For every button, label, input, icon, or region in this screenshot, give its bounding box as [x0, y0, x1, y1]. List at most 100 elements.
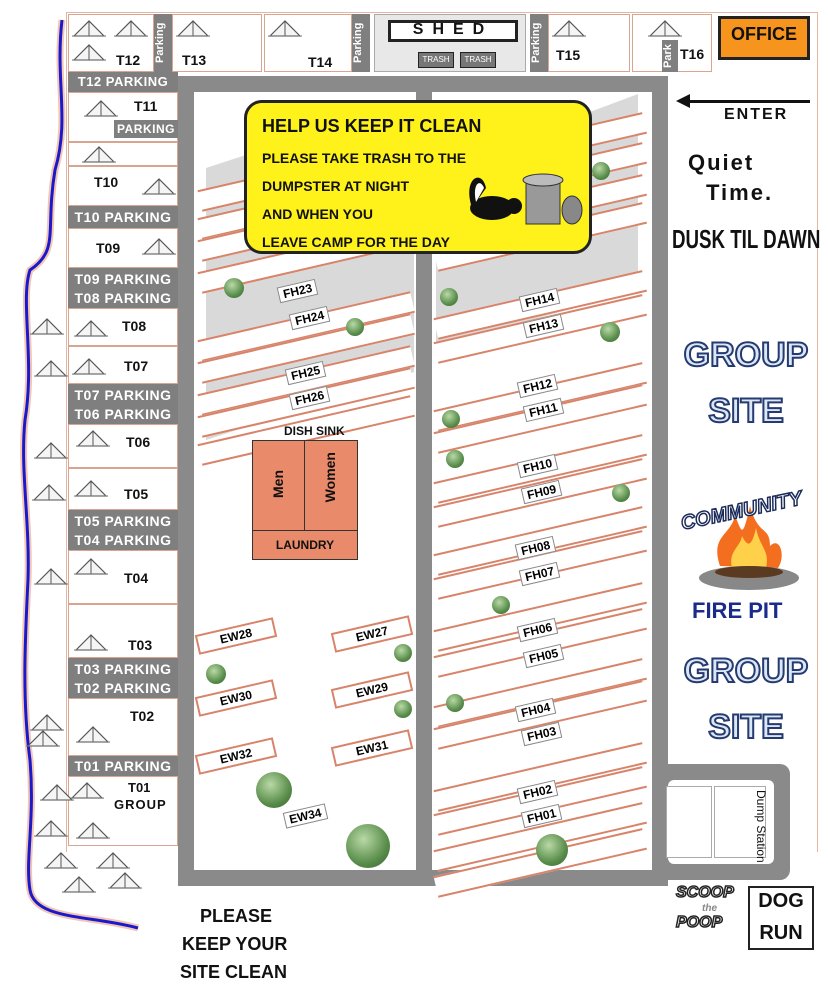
tree-icon — [394, 644, 412, 662]
parking-t16-vertical: Park — [662, 40, 678, 72]
tent-icon — [74, 480, 108, 497]
tent-icon — [34, 442, 68, 459]
parking-t02-label: T02 PARKING — [74, 680, 172, 696]
trash-label-1: TRASH — [422, 55, 450, 64]
parking-t06-label: T06 PARKING — [74, 406, 172, 422]
road-right — [652, 76, 668, 886]
tent-icon — [176, 20, 210, 37]
tent-icon — [32, 484, 66, 501]
tree-icon — [442, 410, 460, 428]
site-t01-label: T01 — [128, 780, 151, 795]
scoop-label: SCOOP — [675, 883, 734, 902]
site-t14[interactable] — [264, 14, 352, 72]
tent-icon — [26, 730, 60, 747]
site-t06-label: T06 — [126, 434, 151, 450]
tent-icon — [40, 784, 74, 801]
tent-icon — [84, 100, 118, 117]
parking-t08-label: T08 PARKING — [74, 290, 172, 306]
dish-sink-label: DISH SINK — [284, 424, 345, 438]
tent-icon — [76, 430, 110, 447]
clean-sign-title: HELP US KEEP IT CLEAN — [262, 116, 482, 136]
shed-label: SHED — [412, 21, 494, 38]
site-t12[interactable] — [68, 14, 154, 72]
skunk-trash-icon — [469, 173, 583, 225]
dump-box-left — [666, 786, 712, 858]
time-label: Time. — [706, 180, 774, 205]
road-bottom — [178, 870, 668, 886]
parking-t01: T01 PARKING — [68, 756, 178, 776]
enter-label: ENTER — [724, 106, 789, 123]
dump-station — [714, 786, 766, 858]
tree-icon — [224, 278, 244, 298]
tent-icon — [76, 822, 110, 839]
tent-icon — [82, 146, 116, 163]
tent-icon — [74, 634, 108, 651]
parking-t05-label: T05 PARKING — [74, 513, 172, 529]
bottom-msg-line2: KEEP YOUR — [182, 934, 288, 954]
tent-icon — [34, 360, 68, 377]
tree-icon — [600, 322, 620, 342]
parking-t15-vertical: Parking — [530, 14, 548, 72]
tent-icon — [62, 876, 96, 893]
site-t13[interactable] — [172, 14, 262, 72]
parking-t12: T12 PARKING — [68, 72, 178, 92]
site-t14-label: T14 — [308, 54, 333, 70]
fire-pit-icon — [699, 506, 799, 590]
site-group-label: GROUP — [114, 797, 167, 812]
trash-bin-2: TRASH — [460, 52, 496, 68]
tree-icon — [612, 484, 630, 502]
tent-icon — [34, 820, 68, 837]
scoop-the-label: the — [702, 903, 717, 914]
mens-label: Men — [270, 470, 286, 498]
tent-icon — [72, 44, 106, 61]
site-t04-label: T04 — [124, 570, 149, 586]
tent-icon — [76, 726, 110, 743]
parking-t10: T10 PARKING — [68, 206, 178, 228]
laundry-divider — [252, 530, 358, 531]
dump-station-label: Dump Station — [754, 790, 768, 863]
shed-sign — [388, 20, 518, 42]
tent-icon — [552, 20, 586, 37]
laundry-label: LAUNDRY — [275, 538, 335, 552]
tree-icon — [592, 162, 610, 180]
tree-icon — [346, 318, 364, 336]
site-t04[interactable] — [68, 550, 178, 604]
group-site-2-site: SITE — [707, 707, 785, 747]
restroom-building — [252, 440, 358, 560]
group-site-1-group: GROUP — [683, 335, 810, 375]
site-t15-label: T15 — [556, 47, 581, 63]
clean-sign-line4: LEAVE CAMP FOR THE DAY — [262, 234, 450, 250]
tent-icon — [74, 558, 108, 575]
tent-icon — [108, 872, 142, 889]
tent-icon — [44, 852, 78, 869]
site-t03-label: T03 — [128, 637, 153, 653]
tent-icon — [30, 318, 64, 335]
tent-icon — [74, 320, 108, 337]
site-t02[interactable] — [68, 698, 178, 756]
tree-icon — [346, 824, 390, 868]
site-t16-label: T16 — [680, 46, 705, 62]
parking-t07-label: T07 PARKING — [74, 387, 172, 403]
site-t15[interactable] — [548, 14, 630, 72]
dog-run[interactable] — [748, 886, 814, 950]
tree-icon — [440, 288, 458, 306]
clean-sign-line1: PLEASE TAKE TRASH TO THE — [262, 150, 467, 166]
tree-icon — [492, 596, 510, 614]
site-t02-label: T02 — [130, 708, 155, 724]
tent-icon — [114, 20, 148, 37]
site-t05-label: T05 — [124, 486, 149, 502]
office-label: OFFICE — [731, 24, 797, 44]
tent-icon — [96, 852, 130, 869]
site-t13-label: T13 — [182, 52, 207, 68]
tree-icon — [536, 834, 568, 866]
womens-label: Women — [322, 452, 338, 503]
dusk-label: DUSK TIL DAWN — [672, 224, 821, 254]
parking-t12-vertical: Parking — [154, 14, 172, 72]
parking-t11: PARKING — [114, 120, 178, 138]
bottom-msg-line1: PLEASE — [200, 906, 273, 926]
tent-icon — [70, 782, 104, 799]
office-building[interactable] — [718, 16, 810, 60]
